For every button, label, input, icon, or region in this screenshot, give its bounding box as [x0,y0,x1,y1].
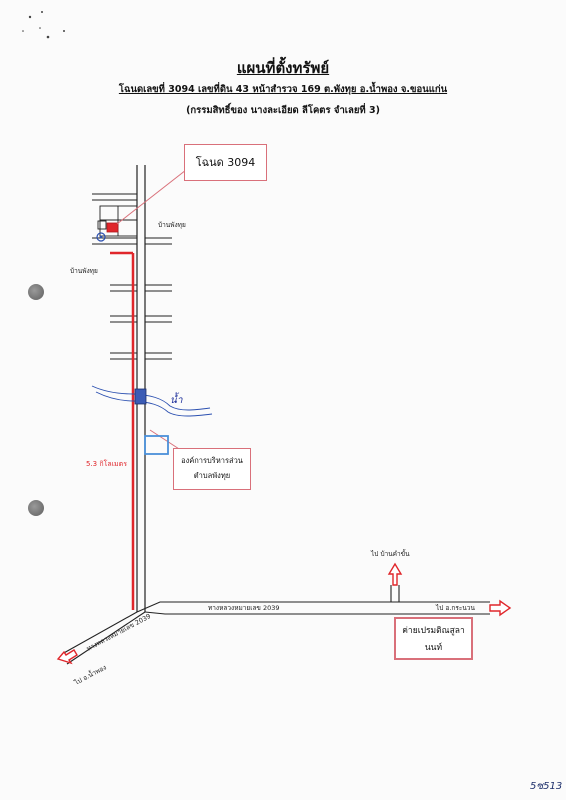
map-title: แผนที่ตั้งทรัพย์ [236,59,330,77]
highway-label: ทางหลวงหมายเลข 2039 [208,604,279,612]
route-line [110,251,135,610]
camp-label-line2: นนท์ [424,643,443,653]
office-label-line2: ตำบลพังทุย [193,471,231,480]
arrow-to-ban-kham [387,562,403,586]
to-ban-kham-label: ไป บ้านคำขั้น [370,549,410,558]
deed-label-box: โฉนด 3094 [184,144,267,181]
scan-specks [22,11,65,39]
owner-line: (กรรมสิทธิ์ของ นางละเอียด ลีโคตร จำเลยที… [186,105,380,116]
highway-label-diagonal: ทางหลวงหมายเลข 2039 [85,612,152,653]
side-streets [92,193,172,360]
camp-label-box: ค่ายเปรมติณสูลา นนท์ [394,617,473,660]
office-marker [144,435,169,455]
office-label-box: องค์การบริหารส่วน ตำบลพังทุย [173,448,251,490]
deed-label: โฉนด 3094 [195,156,256,169]
arrow-to-nam-phong [56,649,78,665]
deed-leader-line [116,169,187,225]
village-label-left: บ้านพังทุย [70,267,98,275]
to-kranuan-label: ไป อ.กระนวน [435,604,475,612]
deed-subtitle: โฉนดเลขที่ 3094 เลขที่ดิน 43 หน้าสำรวจ 1… [118,84,448,95]
distance-label: 5.3 กิโลเมตร [86,459,127,468]
document-code: 5ซ513 [530,781,562,792]
office-label-line1: องค์การบริหารส่วน [181,456,243,465]
highway-2039 [61,585,490,665]
binder-hole-bottom [28,500,44,516]
to-nam-phong-label: ไป อ.น้ำพอง [72,662,108,687]
creek-label: น้ำ [170,392,183,406]
arrow-to-kranuan [489,599,512,617]
property-parcel [106,222,119,233]
binder-hole-top [28,284,44,300]
camp-label-line1: ค่ายเปรมติณสูลา [402,626,465,636]
temple-icon [96,232,106,242]
village-label-right: บ้านพังทุย [158,221,186,229]
creek [91,385,213,417]
bridge-icon [134,388,147,405]
main-road [136,165,146,612]
village-block [97,205,138,237]
